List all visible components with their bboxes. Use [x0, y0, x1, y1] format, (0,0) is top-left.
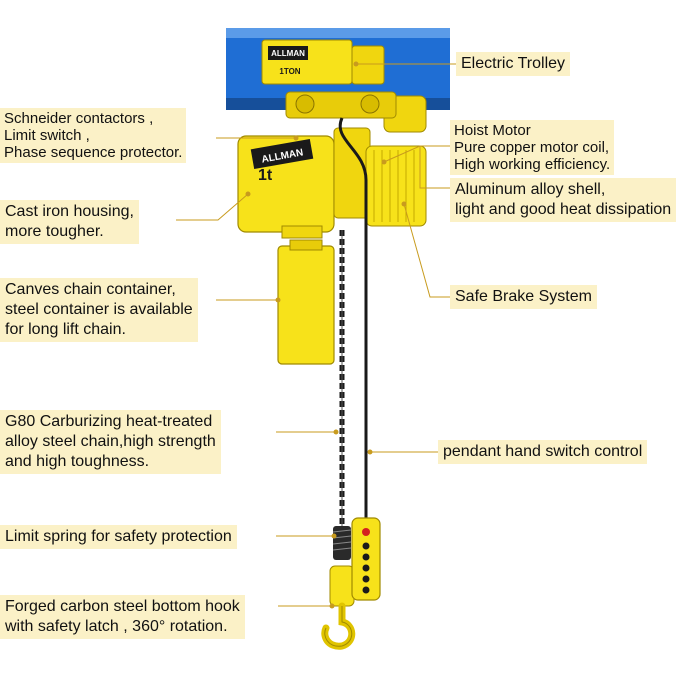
trolley-capacity-label: 1TON	[279, 67, 300, 76]
hoist-capacity-label: 1t	[258, 167, 273, 184]
callout-g80-chain: G80 Carburizing heat-treated alloy steel…	[0, 410, 221, 474]
limit-spring	[332, 526, 352, 560]
bottom-hook	[321, 565, 356, 650]
callout-brake-system: Safe Brake System	[450, 285, 597, 309]
electric-trolley: ALLMAN 1TON	[261, 39, 427, 133]
hoist-body: ALLMAN 1t	[237, 127, 427, 239]
callout-cast-iron-housing: Cast iron housing, more tougher.	[0, 200, 139, 244]
callout-limit-spring: Limit spring for safety protection	[0, 525, 237, 549]
chain-container	[277, 239, 335, 365]
callout-pendant-control: pendant hand switch control	[438, 440, 648, 464]
callout-hoist-motor: Hoist Motor Pure copper motor coil, High…	[450, 120, 615, 175]
callout-bottom-hook: Forged carbon steel bottom hook with saf…	[0, 595, 245, 639]
pendant-control	[338, 117, 381, 601]
leader-lines	[176, 61, 456, 609]
callout-electric-trolley: Electric Trolley	[456, 52, 571, 76]
trolley-brand-label: ALLMAN	[271, 49, 305, 58]
callout-chain-container: Canves chain container, steel container …	[0, 278, 198, 342]
callout-aluminum-shell: Aluminum alloy shell, light and good hea…	[450, 178, 677, 222]
callout-contactors: Schneider contactors , Limit switch , Ph…	[0, 108, 187, 163]
